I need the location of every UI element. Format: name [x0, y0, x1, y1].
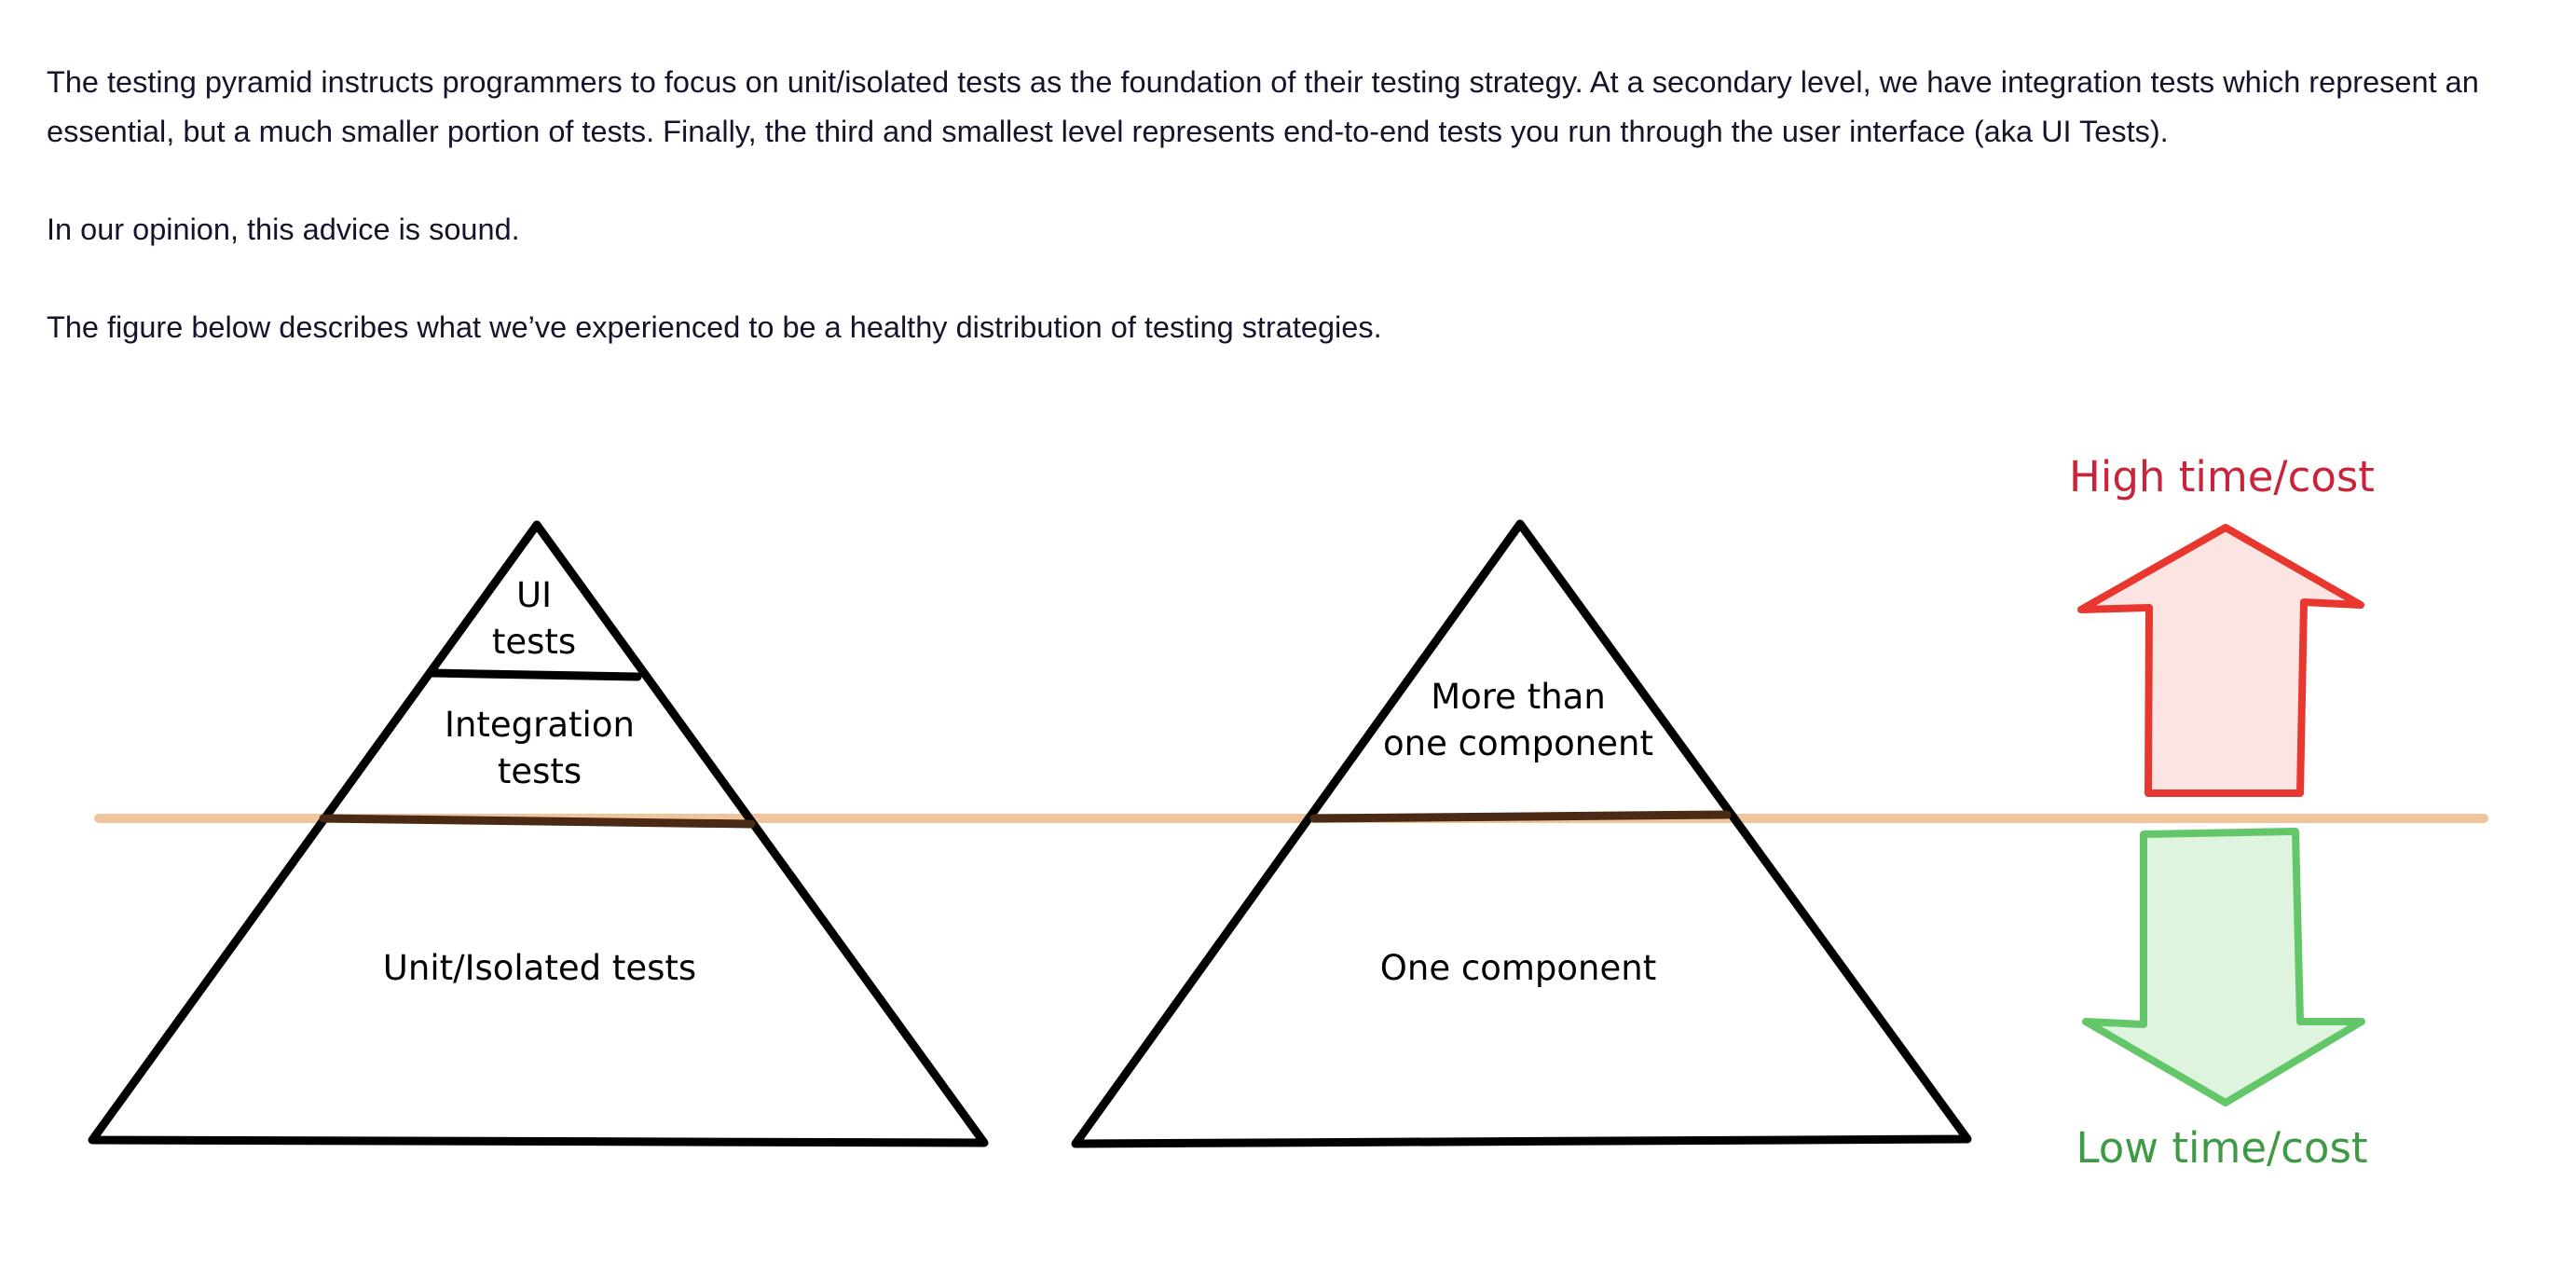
left-pyramid-middle-label-1: Integration	[445, 705, 635, 745]
paragraph-opinion: In our opinion, this advice is sound.	[47, 213, 520, 246]
left-pyramid-middle-label-2: tests	[498, 751, 582, 791]
low-time-cost-label: Low time/cost	[2076, 1123, 2367, 1173]
paragraph-testing-pyramid: The testing pyramid instructs programmer…	[47, 65, 2479, 148]
right-pyramid	[1071, 519, 1972, 1148]
right-pyramid-top-label-2: one component	[1383, 723, 1653, 763]
left-pyramid-top-label-1: UI	[516, 575, 552, 615]
left-pyramid-bottom-label: Unit/Isolated tests	[383, 948, 696, 988]
article-body: The testing pyramid instructs programmer…	[47, 58, 2544, 352]
right-pyramid-outline	[1071, 519, 1972, 1148]
paragraph-figure-intro: The figure below describes what we’ve ex…	[47, 310, 1382, 344]
left-pyramid-top-divider	[427, 668, 642, 681]
left-pyramid	[88, 520, 989, 1147]
left-pyramid-middle-divider	[319, 814, 756, 829]
left-pyramid-outline	[88, 520, 989, 1147]
right-pyramid-divider	[1309, 810, 1732, 823]
high-time-cost-label: High time/cost	[2069, 452, 2375, 501]
up-arrow-icon	[2077, 524, 2364, 797]
down-arrow-icon	[2082, 828, 2365, 1106]
right-pyramid-bottom-label: One component	[1380, 948, 1656, 988]
right-pyramid-top-label-1: More than	[1431, 677, 1606, 717]
left-pyramid-top-label-2: tests	[492, 622, 576, 662]
